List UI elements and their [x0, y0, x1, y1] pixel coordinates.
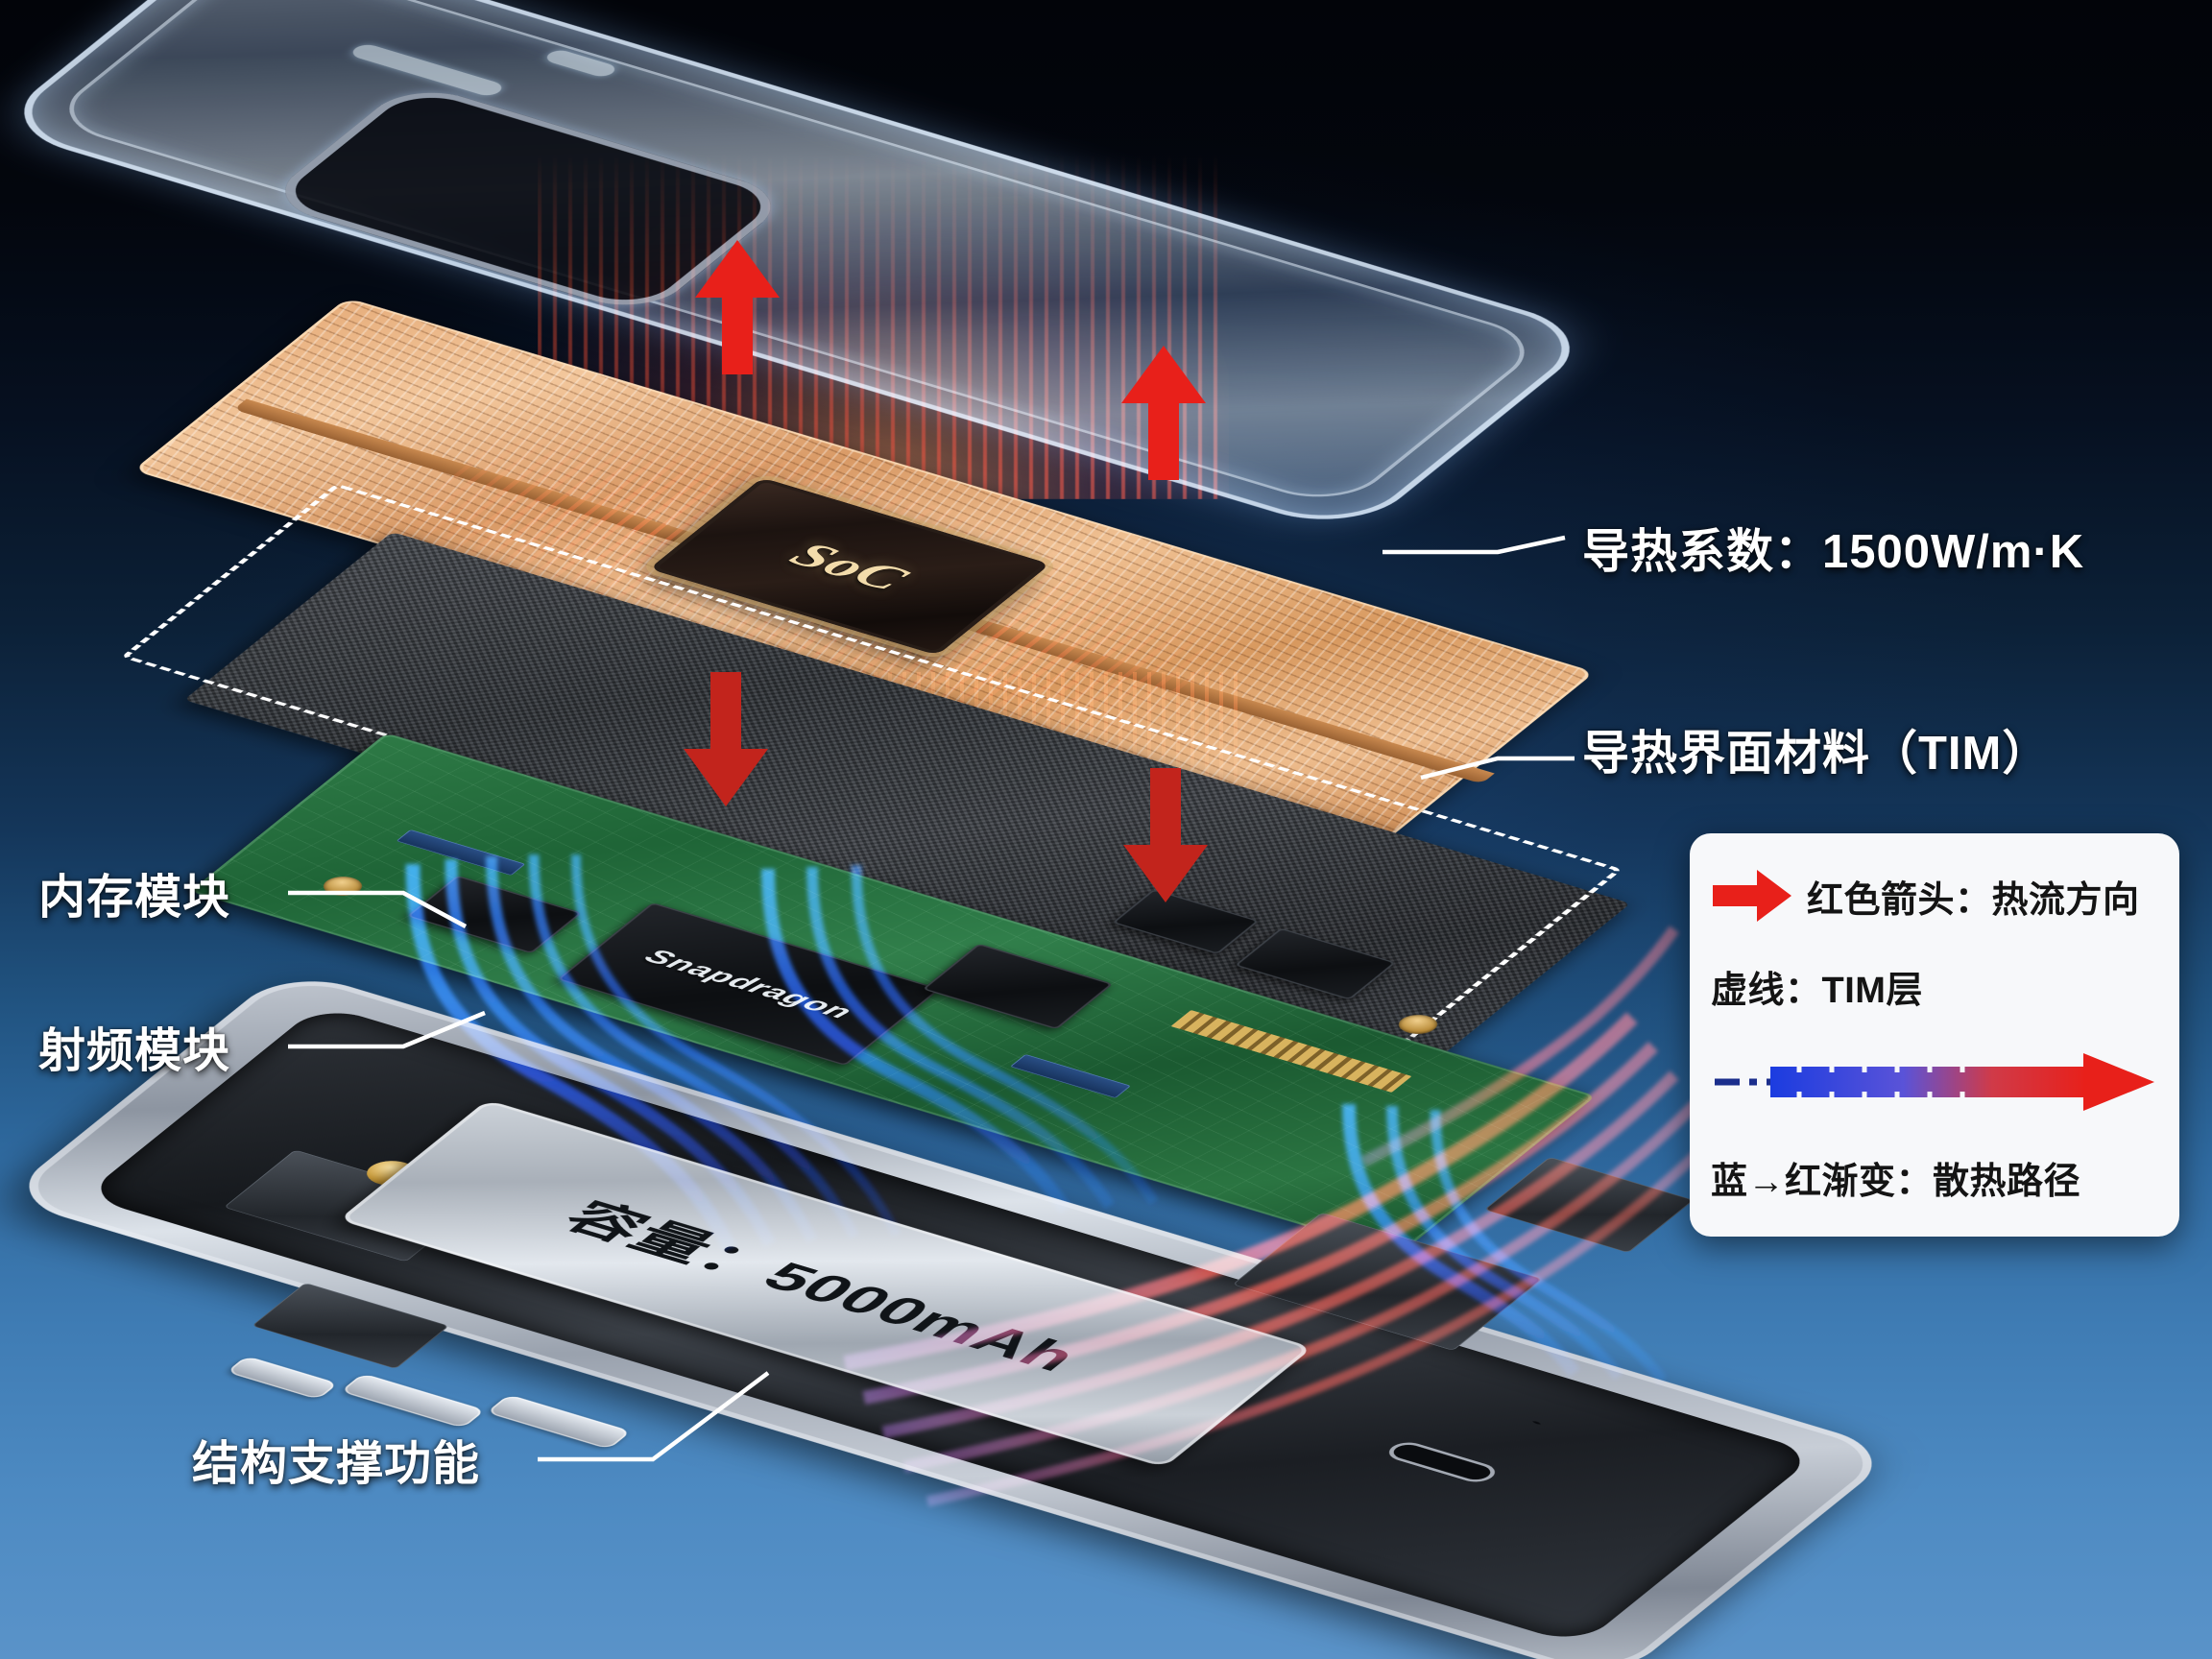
callout-rf-module: 射频模块 — [38, 1025, 231, 1077]
legend-row-red-arrow: 红色箭头：热流方向 — [1711, 866, 2158, 926]
legend-row-dashed-line: 虚线：TIM层 — [1711, 960, 2158, 1013]
speaker-hole — [1596, 1441, 1623, 1455]
legend-row-gradient-arrow — [1711, 1047, 2158, 1117]
pcb-chip-aux-1 — [1112, 889, 1260, 954]
callout-structural-support: 结构支撑功能 — [192, 1438, 481, 1490]
callout-tim-material: 导热界面材料（TIM） — [1582, 728, 2051, 780]
pcb-chip-aux-2 — [1234, 927, 1397, 1000]
legend-label-gradient: 蓝→红渐变：散热路径 — [1711, 1162, 2081, 1202]
speaker-hole — [1551, 1422, 1577, 1436]
speaker-hole — [1641, 1460, 1668, 1474]
pcb-screw-right — [1391, 1011, 1445, 1038]
internal-component-4 — [1483, 1157, 1695, 1253]
legend-box: 红色箭头：热流方向 虚线：TIM层 — [1690, 833, 2179, 1237]
blue-to-red-gradient-arrow-icon — [1715, 1053, 2154, 1111]
chassis-button-volume-up — [340, 1373, 486, 1429]
legend-label-dashed-line: 虚线：TIM层 — [1711, 971, 1923, 1011]
legend-label-red-arrow: 红色箭头：热流方向 — [1807, 879, 2140, 921]
chassis-button-mute — [226, 1356, 339, 1400]
red-arrow-icon — [1713, 870, 1791, 922]
callout-memory-module: 内存模块 — [38, 872, 231, 924]
speaker-hole — [1618, 1451, 1646, 1464]
soc-chip: SoC — [649, 475, 1050, 658]
callout-thermal-conductivity: 导热系数：1500W/m·K — [1582, 526, 2085, 578]
legend-row-gradient-label: 蓝→红渐变：散热路径 — [1711, 1151, 2158, 1204]
chassis-button-volume-down — [486, 1394, 632, 1450]
speaker-hole — [1573, 1431, 1600, 1446]
